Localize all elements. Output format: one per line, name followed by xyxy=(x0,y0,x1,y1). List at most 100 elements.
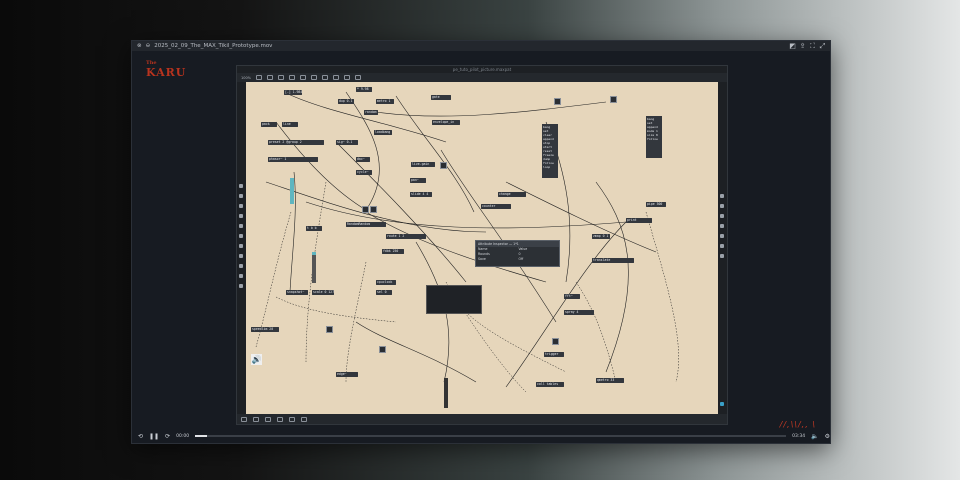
patch-object[interactable]: scale 0 127 0. 1. xyxy=(312,290,334,295)
patch-object[interactable]: fft~ xyxy=(564,294,580,299)
patch-object[interactable]: dac~ xyxy=(356,157,370,162)
patch-object[interactable]: route 1 2 xyxy=(386,234,426,239)
patch-object[interactable]: metro 1 xyxy=(376,99,394,104)
search-icon[interactable] xyxy=(720,194,724,198)
seek-bar[interactable] xyxy=(195,435,787,437)
patch-object[interactable]: sel 0 xyxy=(376,290,392,295)
search-icon[interactable] xyxy=(239,194,243,198)
patch-object[interactable]: t b b xyxy=(306,226,322,231)
toggle[interactable] xyxy=(362,206,369,213)
gain-slider[interactable] xyxy=(312,252,316,283)
patcher-canvas[interactable]: [-] 1.984 * 9.98 dup 0.1 metro 1 random … xyxy=(246,82,718,414)
patch-object[interactable]: RandomRandom xyxy=(346,222,386,227)
slider-icon[interactable] xyxy=(333,75,340,80)
network-icon[interactable] xyxy=(239,284,243,288)
audio-icon[interactable] xyxy=(239,214,243,218)
midi-icon[interactable] xyxy=(239,244,243,248)
fullscreen-icon[interactable]: ⛶ xyxy=(810,42,815,50)
attribute-inspector[interactable]: Attribute Inspector — 1*1 Name Value Rou… xyxy=(475,240,560,267)
patch-object[interactable]: trigger xyxy=(544,352,564,357)
patch-object[interactable]: loadbang xyxy=(374,130,392,135)
patch-object[interactable]: fdbk 250 xyxy=(382,249,404,254)
expand-icon[interactable]: ⤢ xyxy=(819,42,826,50)
patch-object[interactable]: gate xyxy=(431,95,451,100)
snapshot-icon[interactable] xyxy=(720,244,724,248)
object-icon[interactable] xyxy=(239,204,243,208)
patch-object[interactable]: dup 0.1 xyxy=(338,99,354,104)
format-icon[interactable] xyxy=(720,214,724,218)
gain-icon[interactable] xyxy=(355,75,362,80)
toggle[interactable] xyxy=(326,326,333,333)
toggle[interactable] xyxy=(379,346,386,353)
patch-object[interactable]: zmap 0 1 0 1 xyxy=(592,234,610,239)
patch-object[interactable]: slide 4 4 xyxy=(410,192,432,197)
patch-object[interactable]: translate xyxy=(592,258,634,263)
dependencies-icon[interactable] xyxy=(720,234,724,238)
inspector-icon[interactable] xyxy=(720,204,724,208)
patch-object[interactable]: random 1000 xyxy=(364,110,378,115)
patch-object[interactable]: pack xyxy=(261,122,277,127)
message-box[interactable]: bang set clear append stop start reset f… xyxy=(542,124,558,178)
speaker-icon[interactable]: 🔊 xyxy=(251,354,262,365)
zoom-level[interactable]: 100% xyxy=(241,75,252,80)
audio-on-icon[interactable] xyxy=(301,416,307,422)
patch-object[interactable]: * 9.98 xyxy=(356,87,372,92)
layers-icon[interactable] xyxy=(277,416,283,422)
rewind-icon[interactable]: ⟲ xyxy=(138,432,144,440)
patch-object[interactable]: phasor~ 1 xyxy=(268,157,318,162)
patch-object[interactable]: change xyxy=(498,192,526,197)
dial-icon[interactable] xyxy=(344,75,351,80)
patch-object[interactable]: [-] 1.984 xyxy=(284,90,302,95)
share-icon[interactable]: ⇪ xyxy=(799,42,806,50)
ui-icon[interactable] xyxy=(239,254,243,258)
debug-icon[interactable] xyxy=(289,416,295,422)
volume-icon[interactable]: 🔈 xyxy=(811,432,819,440)
grid-icon[interactable] xyxy=(265,416,271,422)
patch-object[interactable]: envelope_in xyxy=(432,120,460,125)
patch-object[interactable]: cpuclock xyxy=(376,280,396,285)
bang-button[interactable] xyxy=(610,96,617,103)
time-icon[interactable] xyxy=(239,274,243,278)
video-icon[interactable] xyxy=(239,224,243,228)
patch-object[interactable]: coll tables xyxy=(536,382,564,387)
patch-object[interactable]: preset 2 @group 2 xyxy=(268,140,324,145)
lock-icon[interactable] xyxy=(256,75,263,80)
patch-object[interactable]: speedlim 20 xyxy=(251,327,279,332)
inspector-row[interactable]: Save Off xyxy=(476,257,559,262)
inspector-row[interactable]: Rounds 0 xyxy=(476,252,559,257)
patch-object[interactable]: edge~ xyxy=(336,372,358,377)
new-object-icon[interactable] xyxy=(267,75,274,80)
button-icon[interactable] xyxy=(322,75,329,80)
toggle-icon[interactable] xyxy=(311,75,318,80)
message-box[interactable]: bang set append mode 1 size 8 follow xyxy=(646,116,662,158)
patch-object[interactable]: live.gain xyxy=(411,162,435,167)
patch-object[interactable]: line xyxy=(282,122,298,127)
patch-object[interactable]: cycle~ xyxy=(356,170,372,175)
pause-icon[interactable]: ❚❚ xyxy=(149,432,160,440)
patch-object[interactable]: sig~ 0.1 xyxy=(336,140,358,145)
number-icon[interactable] xyxy=(300,75,307,80)
patch-object[interactable]: snapshot~ xyxy=(286,290,308,295)
comment-icon[interactable] xyxy=(289,75,296,80)
clip-icon[interactable] xyxy=(239,184,243,188)
close-icon[interactable]: ⊗ xyxy=(137,43,142,49)
minimize-icon[interactable]: ⊖ xyxy=(145,43,151,49)
patch-object[interactable]: pan~ xyxy=(410,178,426,183)
patch-object[interactable]: qmetro 33 xyxy=(596,378,624,383)
patch-object[interactable]: counter xyxy=(481,204,511,209)
mixer-icon[interactable] xyxy=(720,254,724,258)
message-icon[interactable] xyxy=(278,75,285,80)
bang-button[interactable] xyxy=(554,98,561,105)
gain-slider[interactable] xyxy=(290,178,294,204)
patch-object[interactable]: spray 4 xyxy=(564,310,594,315)
toggle[interactable] xyxy=(552,338,559,345)
bang-button[interactable] xyxy=(440,162,447,169)
lock-icon[interactable] xyxy=(241,416,247,422)
speed-icon[interactable]: ⚙ xyxy=(824,432,830,440)
forward-icon[interactable]: ⟳ xyxy=(165,432,171,440)
patch-object[interactable]: pipe 500 xyxy=(646,202,666,207)
patch-object[interactable]: print xyxy=(626,218,652,223)
image-icon[interactable] xyxy=(239,234,243,238)
data-icon[interactable] xyxy=(239,264,243,268)
help-icon[interactable] xyxy=(720,224,724,228)
